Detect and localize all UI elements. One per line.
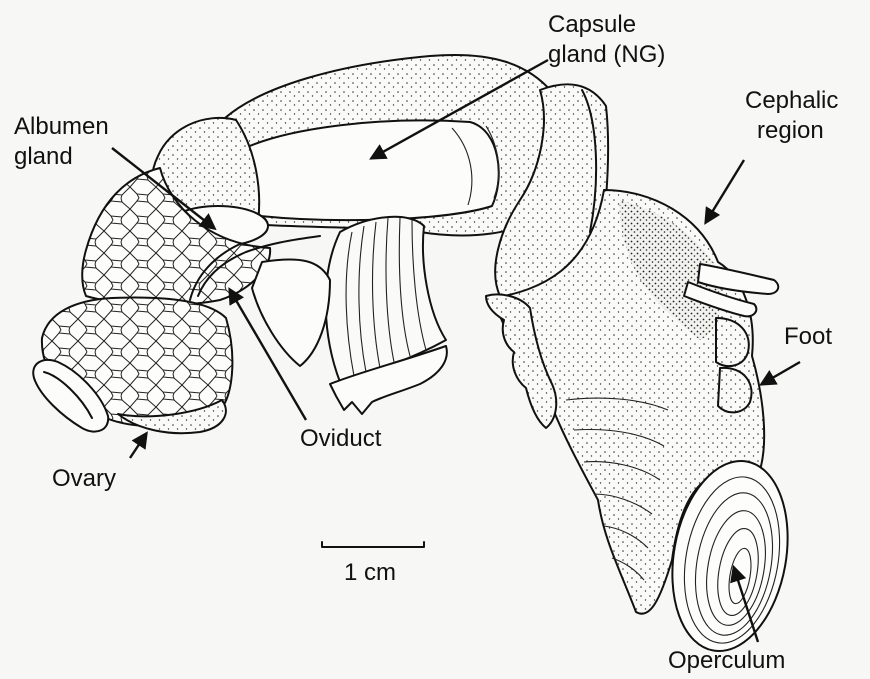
oviduct-label: Oviduct: [300, 425, 382, 452]
capsule-gland-inner: [240, 120, 498, 220]
scale-bar-label: 1 cm: [344, 559, 396, 586]
ovary-label: Ovary: [52, 465, 116, 492]
foot-label: Foot: [784, 323, 832, 350]
operculum-label: Operculum: [668, 647, 785, 674]
